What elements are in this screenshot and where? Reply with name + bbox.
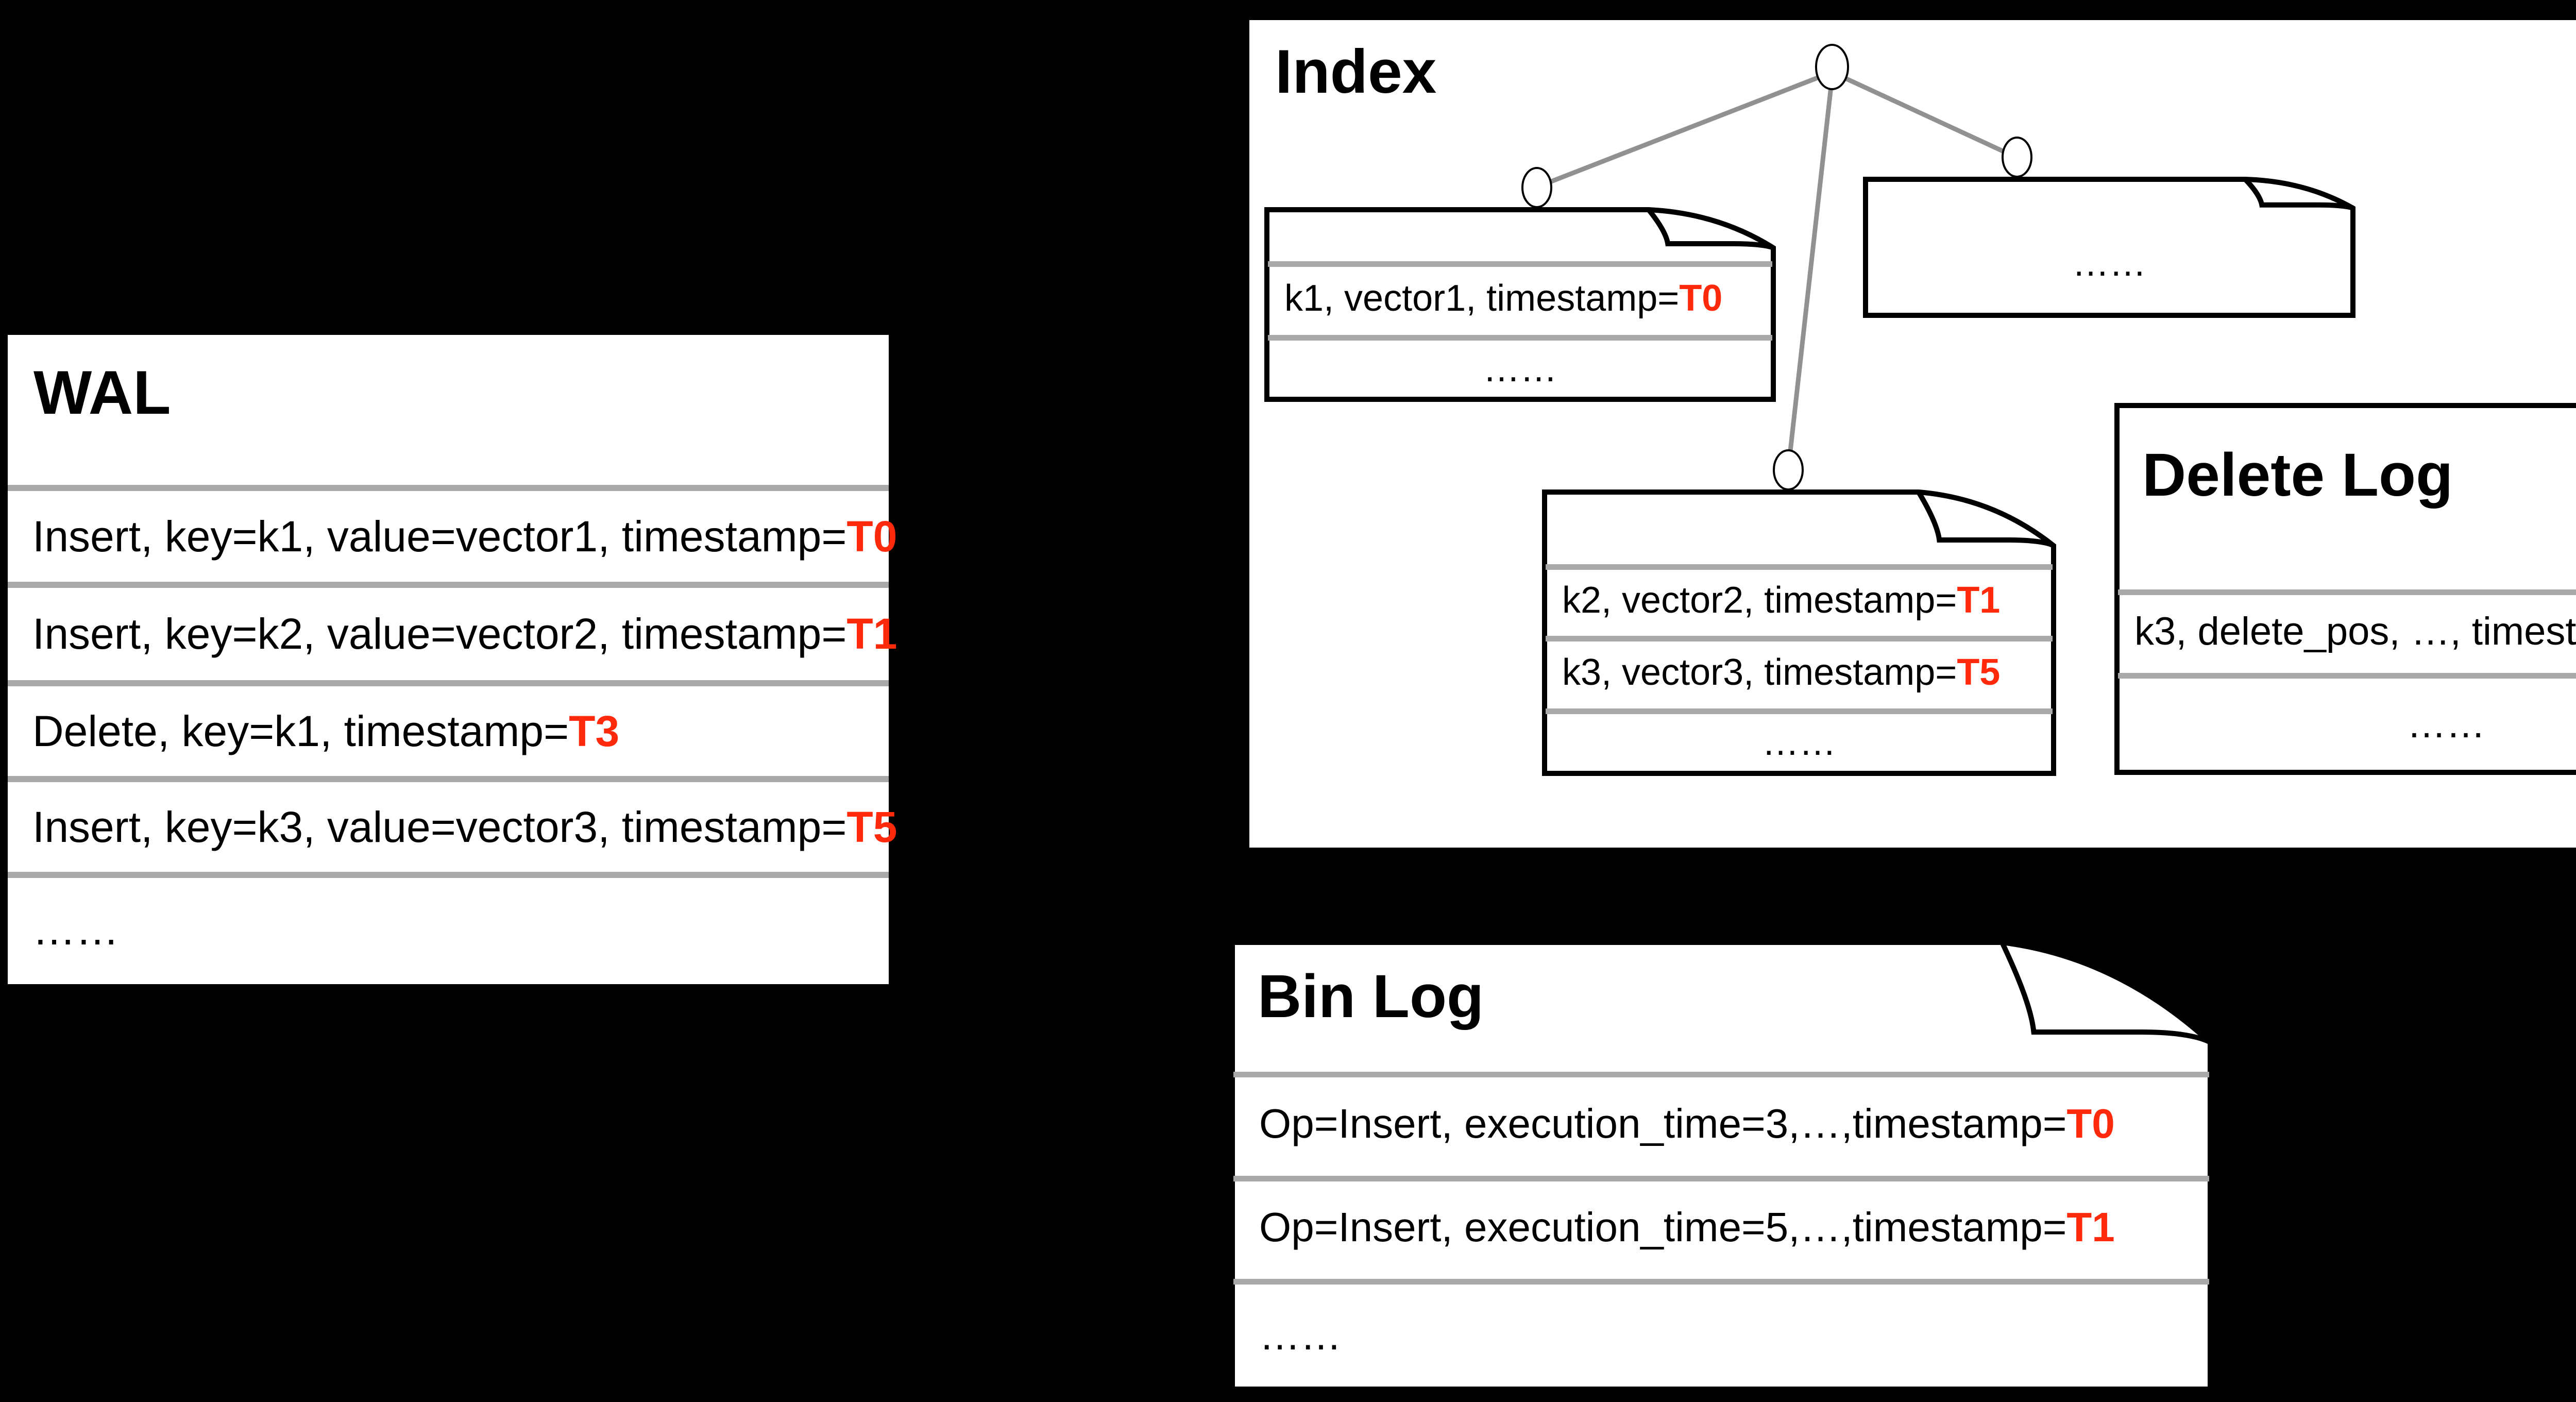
segment-row-text: …… — [2072, 243, 2146, 284]
row-divider — [1546, 636, 2053, 641]
wal-row-text: …… — [32, 905, 119, 954]
row-divider — [1546, 708, 2053, 714]
index-segment-3: k2, vector2, timestamp=T1 k3, vector3, t… — [1541, 489, 2057, 776]
bin-log-row-text: …… — [1259, 1312, 1342, 1358]
timestamp-value: T0 — [1679, 277, 1723, 319]
timestamp-value: T5 — [846, 802, 897, 851]
timestamp-value: T5 — [1957, 651, 2001, 693]
segment-row-ellipsis: …… — [1264, 335, 1776, 402]
row-divider — [2118, 673, 2576, 679]
document-shape — [1264, 207, 1776, 402]
wal-row-ellipsis: …… — [8, 878, 889, 981]
bin-log-row: Op=Insert, execution_time=5,…,timestamp=… — [1229, 1176, 2213, 1279]
timestamp-value: T0 — [2066, 1101, 2115, 1146]
bin-log-document: Bin Log Op=Insert, execution_time=3,…,ti… — [1229, 939, 2213, 1392]
wal-row-text: Insert, key=k2, value=vector2, timestamp… — [32, 610, 847, 658]
index-segment-2: …… — [1862, 176, 2356, 318]
bin-log-title: Bin Log — [1258, 962, 1484, 1031]
segment-row-text: …… — [1762, 722, 1836, 763]
bin-log-row-text: Op=Insert, execution_time=5,…,timestamp= — [1259, 1204, 2067, 1250]
document-shape — [1542, 489, 2056, 776]
row-divider — [1546, 564, 2053, 570]
timestamp-value: T1 — [1957, 579, 2001, 621]
delete-log-row: k3, delete_pos, …, timestamp=T3 — [2114, 589, 2576, 673]
wal-row-text: Delete, key=k1, timestamp= — [32, 706, 569, 755]
delete-log-title: Delete Log — [2142, 441, 2453, 509]
segment-row-text: k1, vector1, timestamp= — [1284, 277, 1680, 319]
index-segment-1: k1, vector1, timestamp=T0 …… — [1264, 207, 1776, 402]
bin-log-row-text: Op=Insert, execution_time=3,…,timestamp= — [1259, 1101, 2067, 1146]
timestamp-value: T1 — [846, 610, 897, 658]
index-title: Index — [1275, 37, 1437, 106]
delete-log-document: Delete Log k3, delete_pos, …, timestamp=… — [2114, 402, 2576, 775]
wal-row-text: Insert, key=k3, value=vector3, timestamp… — [32, 802, 847, 851]
segment-row: k2, vector2, timestamp=T1 — [1541, 564, 2057, 636]
row-divider — [8, 582, 889, 588]
segment-row: k1, vector1, timestamp=T0 — [1264, 261, 1776, 335]
segment-row-ellipsis: …… — [1541, 708, 2057, 776]
bin-log-row-ellipsis: …… — [1229, 1279, 2213, 1392]
bin-log-row: Op=Insert, execution_time=3,…,timestamp=… — [1229, 1072, 2213, 1176]
row-divider — [8, 872, 889, 878]
wal-row: Insert, key=k1, value=vector1, timestamp… — [8, 491, 897, 582]
wal-row: Insert, key=k2, value=vector2, timestamp… — [8, 588, 897, 680]
row-divider — [8, 485, 889, 491]
row-divider — [1268, 261, 1772, 267]
row-divider — [1233, 1279, 2209, 1285]
segment-row-text: …… — [1483, 348, 1557, 390]
segment-row-text: k3, vector3, timestamp= — [1562, 651, 1957, 693]
row-divider — [2118, 589, 2576, 595]
timestamp-value: T0 — [846, 512, 897, 561]
segment-row-ellipsis: …… — [1862, 208, 2356, 318]
wal-row: Delete, key=k1, timestamp=T3 — [8, 686, 889, 776]
wal-title: WAL — [33, 358, 171, 427]
segment-row-text: k2, vector2, timestamp= — [1562, 579, 1957, 621]
delete-log-row-text: k3, delete_pos, …, timestamp= — [2134, 609, 2576, 653]
timestamp-value: T3 — [569, 706, 620, 755]
row-divider — [1233, 1176, 2209, 1181]
row-divider — [1233, 1072, 2209, 1077]
row-divider — [8, 776, 889, 782]
row-divider — [1268, 335, 1772, 341]
document-shape — [2114, 403, 2576, 775]
document-shape — [1230, 940, 2213, 1392]
segment-row: k3, vector3, timestamp=T5 — [1541, 636, 2057, 708]
document-shape — [1863, 177, 2355, 318]
wal-row-text: Insert, key=k1, value=vector1, timestamp… — [32, 512, 847, 561]
delete-log-row-ellipsis: …… — [2114, 673, 2576, 775]
row-divider — [8, 680, 889, 686]
timestamp-value: T1 — [2066, 1204, 2115, 1250]
delete-log-row-text: …… — [2407, 702, 2485, 746]
wal-panel: WAL Insert, key=k1, value=vector1, times… — [5, 332, 897, 987]
wal-row: Insert, key=k3, value=vector3, timestamp… — [8, 782, 897, 872]
